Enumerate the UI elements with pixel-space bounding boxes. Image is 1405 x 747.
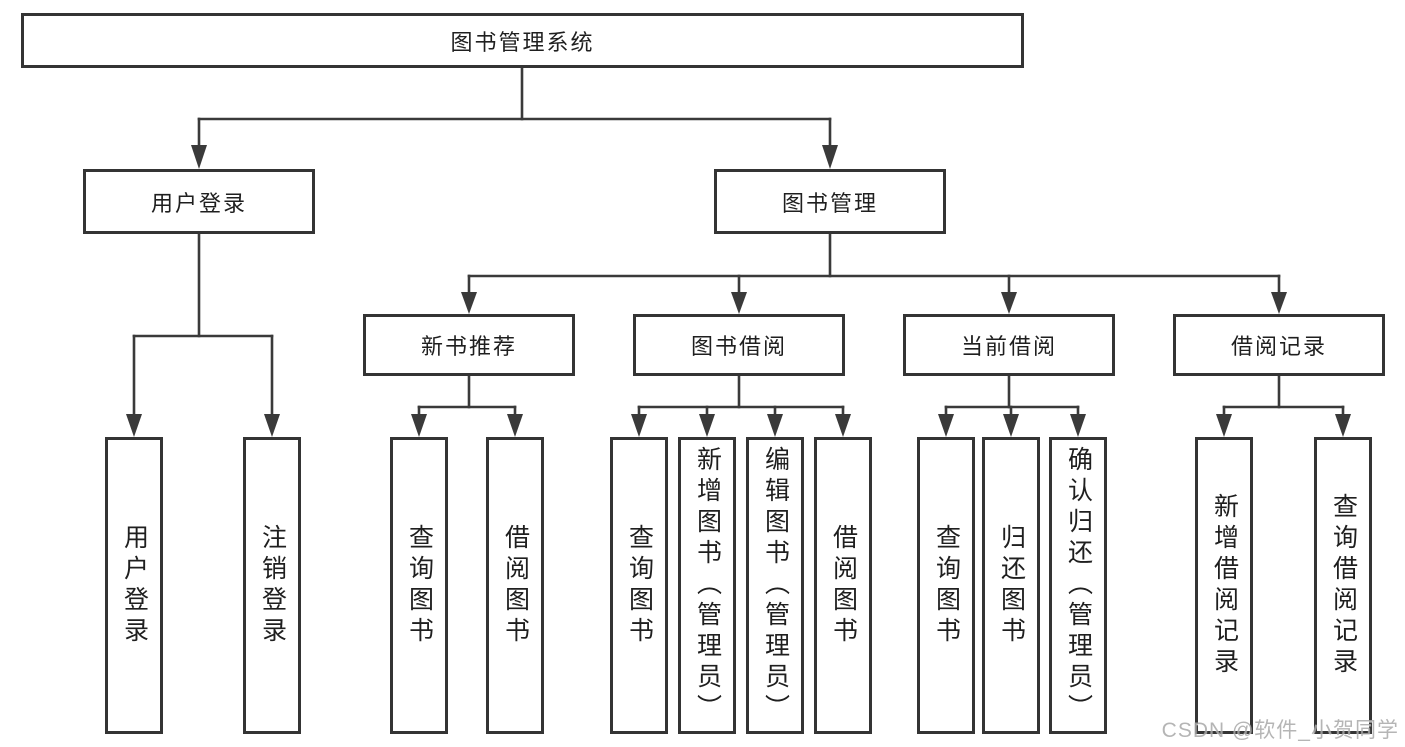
- leaf-query-books-borrowing: 查询图书: [610, 437, 668, 734]
- node-label: 归还图书: [997, 523, 1026, 648]
- node-new-book-recommend: 新书推荐: [363, 314, 575, 376]
- node-label: 新书推荐: [420, 334, 517, 359]
- node-label: 查询借阅记录: [1329, 492, 1358, 679]
- node-label: 查询图书: [932, 523, 961, 648]
- node-borrowing-records: 借阅记录: [1173, 314, 1385, 376]
- node-label: 图书管理系统: [450, 29, 595, 55]
- node-label: 用户登录: [120, 523, 149, 648]
- node-label: 新增借阅记录: [1210, 492, 1239, 679]
- node-label: 确认归还（管理员）: [1064, 446, 1093, 725]
- leaf-query-books-current: 查询图书: [917, 437, 975, 734]
- leaf-borrow-books-recommend: 借阅图书: [486, 437, 544, 734]
- leaf-add-borrow-record: 新增借阅记录: [1195, 437, 1253, 734]
- csdn-watermark: CSDN @软件_小贺同学: [1161, 719, 1399, 742]
- leaf-query-borrow-record: 查询借阅记录: [1314, 437, 1372, 734]
- node-label: 注销登录: [258, 523, 287, 648]
- node-book-borrowing: 图书借阅: [633, 314, 845, 376]
- node-label: 图书管理: [781, 190, 878, 216]
- node-label: 新增图书（管理员）: [693, 446, 722, 725]
- node-user-login: 用户登录: [83, 169, 315, 234]
- node-label: 借阅图书: [829, 523, 858, 648]
- leaf-query-books-recommend: 查询图书: [390, 437, 448, 734]
- leaf-return-books: 归还图书: [982, 437, 1040, 734]
- leaf-add-books-admin: 新增图书（管理员）: [678, 437, 736, 734]
- leaf-edit-books-admin: 编辑图书（管理员）: [746, 437, 804, 734]
- node-label: 当前借阅: [960, 334, 1057, 359]
- node-label: 借阅图书: [501, 523, 530, 648]
- node-label: 编辑图书（管理员）: [761, 446, 790, 725]
- leaf-user-login: 用户登录: [105, 437, 163, 734]
- leaf-borrow-books: 借阅图书: [814, 437, 872, 734]
- node-label: 查询图书: [625, 523, 654, 648]
- node-label: 图书借阅: [690, 334, 787, 359]
- leaf-logout: 注销登录: [243, 437, 301, 734]
- node-book-management: 图书管理: [714, 169, 946, 234]
- node-root-system: 图书管理系统: [21, 13, 1024, 68]
- node-label: 查询图书: [405, 523, 434, 648]
- node-label: 用户登录: [150, 190, 247, 216]
- node-current-borrowing: 当前借阅: [903, 314, 1115, 376]
- leaf-confirm-return-admin: 确认归还（管理员）: [1049, 437, 1107, 734]
- node-label: 借阅记录: [1230, 334, 1327, 359]
